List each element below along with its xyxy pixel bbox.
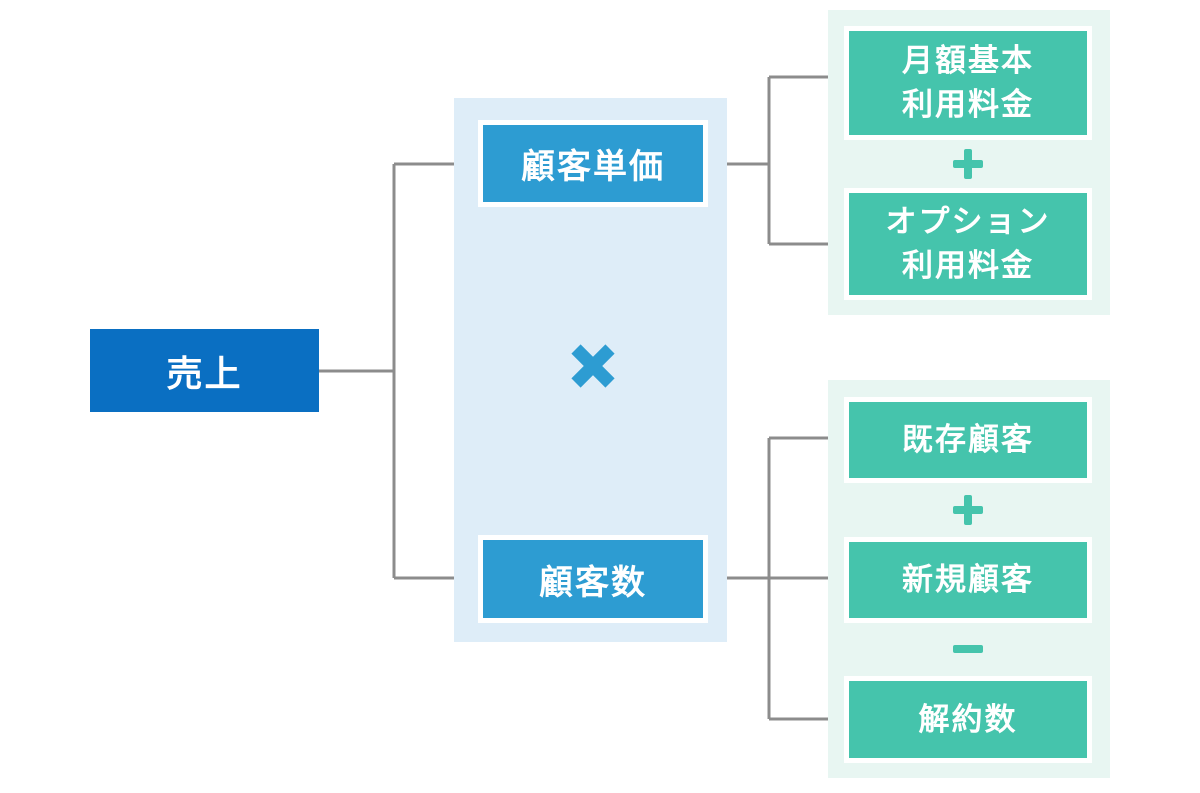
leaf-node-monthly-base-fee: 月額基本 利用料金 — [844, 26, 1092, 140]
root-node-label: 売上 — [166, 353, 243, 395]
factor-node-customer-count: 顧客数 — [478, 535, 708, 623]
factor-node-label: 顧客数 — [539, 562, 647, 603]
plus-icon-bar — [964, 149, 972, 179]
factor-node-unit-price: 顧客単価 — [478, 120, 708, 207]
leaf-node-option-fee: オプション 利用料金 — [844, 188, 1092, 300]
root-node-sales: 売上 — [90, 329, 319, 412]
factor-node-label: 顧客単価 — [521, 147, 665, 187]
leaf-label-line: オプション — [885, 204, 1051, 240]
leaf-label-line: 利用料金 — [902, 87, 1034, 123]
leaf-label-line: 利用料金 — [902, 248, 1034, 284]
leaf-node-cancellations: 解約数 — [844, 676, 1092, 763]
minus-icon-bar — [953, 645, 983, 653]
leaf-label-line: 月額基本 — [902, 43, 1034, 79]
leaf-node-existing-customers: 既存顧客 — [844, 397, 1092, 483]
leaf-label-line: 解約数 — [918, 701, 1018, 738]
plus-icon — [953, 495, 983, 525]
leaf-label-line: 新規顧客 — [902, 562, 1034, 598]
multiply-icon — [568, 341, 618, 391]
plus-icon-bar — [964, 495, 972, 525]
minus-icon — [953, 634, 983, 664]
plus-icon — [953, 149, 983, 179]
leaf-label-line: 既存顧客 — [902, 422, 1034, 458]
leaf-node-new-customers: 新規顧客 — [844, 537, 1092, 623]
connector-paths — [319, 75, 844, 721]
